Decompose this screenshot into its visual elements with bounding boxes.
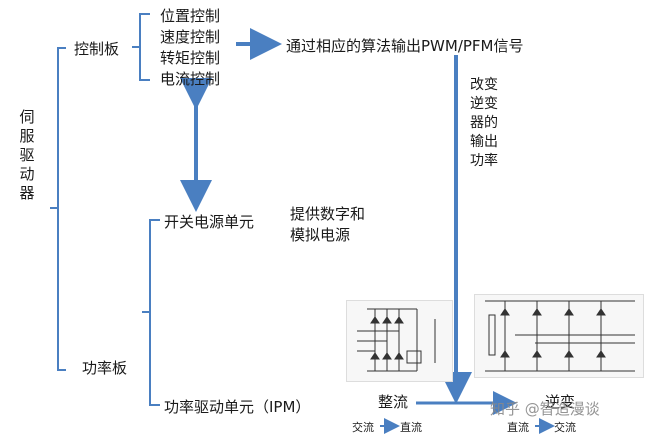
root-bracket [50, 47, 66, 371]
inverter-circuit-image [474, 294, 644, 378]
switch-power-unit: 开关电源单元 [164, 213, 255, 231]
servo-driver-label: 伺服驱动器 [19, 108, 35, 202]
control-item: 转矩控制 [160, 49, 221, 67]
control-item: 位置控制 [160, 7, 221, 25]
control-bracket [132, 13, 150, 81]
control-item: 速度控制 [160, 28, 221, 46]
legend-ac-dc-to: 直流 [400, 421, 422, 434]
legend-dc-ac-to: 交流 [554, 421, 576, 434]
invert-label: 逆变 [545, 393, 576, 411]
legend-dc-ac-from: 直流 [507, 421, 529, 434]
watermark: 知乎 @智造漫谈 [490, 400, 600, 418]
power-board-label: 功率板 [82, 359, 128, 377]
control-board-label: 控制板 [74, 40, 120, 58]
rectifier-circuit-image [346, 300, 453, 382]
power-bracket [142, 219, 160, 406]
digital-analog-text: 提供数字和模拟电源 [290, 205, 366, 244]
algorithm-output-text: 通过相应的算法输出PWM/PFM信号 [286, 37, 524, 55]
legend-ac-dc-from: 交流 [352, 421, 374, 434]
rectify-label: 整流 [378, 393, 409, 411]
control-item: 电流控制 [160, 70, 221, 88]
change-inverter-text: 改变逆变器的输出功率 [470, 77, 498, 169]
control-items: 位置控制 速度控制 转矩控制 电流控制 [160, 6, 220, 90]
ipm-unit: 功率驱动单元（IPM） [164, 398, 311, 416]
